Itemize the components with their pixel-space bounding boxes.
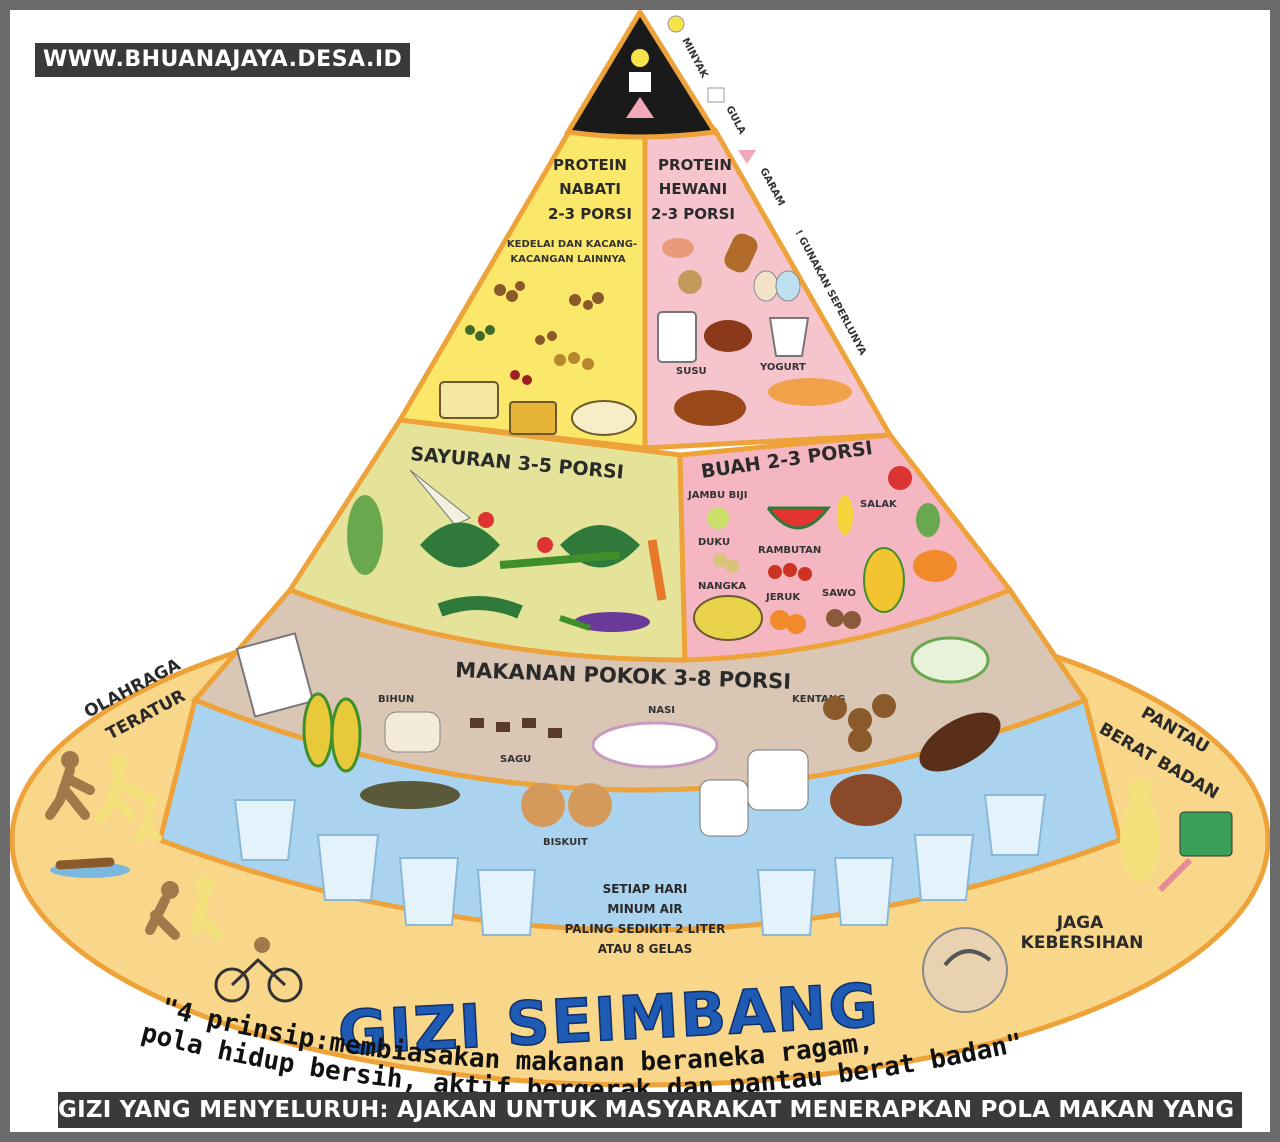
protein-nabati-title-2: NABATI <box>559 180 621 198</box>
air-line-3: PALING SEDIKIT 2 LITER <box>565 922 726 936</box>
fruit-illustrations <box>693 466 957 641</box>
legend-salt-icon <box>738 150 756 164</box>
vegetable-illustrations <box>347 469 667 632</box>
protein-nabati-title-3: 2-3 PORSI <box>548 205 632 223</box>
watermark: WWW.BHUANAJAYA.DESA.ID <box>35 43 411 77</box>
pokok-item-biskuit: BISKUIT <box>543 837 588 848</box>
water-glasses <box>233 794 1047 936</box>
air-line-4: ATAU 8 GELAS <box>598 942 693 956</box>
pokok-item-sagu: SAGU <box>500 754 531 765</box>
legend-gula: GULA <box>723 104 747 136</box>
pokok-item-nasi: NASI <box>648 705 675 716</box>
jaga-label-2: KEBERSIHAN <box>1021 933 1144 953</box>
page-caption: GIZI YANG MENYELURUH: AJAKAN UNTUK MASYA… <box>58 1092 1242 1128</box>
tofu-illustration <box>439 381 499 419</box>
fruit-band <box>677 432 1014 663</box>
salt-icon <box>626 97 654 118</box>
legend-garam: GARAM <box>757 166 786 208</box>
animal-protein-illustrations <box>657 233 852 426</box>
exercise-illustrations <box>45 751 303 1003</box>
staple-illustrations <box>235 632 1001 837</box>
beans-illustration <box>465 281 604 385</box>
protein-nabati-sub-1: KEDELAI DAN KACANG- <box>507 239 637 250</box>
buah-item-sawo: SAWO <box>822 588 856 599</box>
jaga-label-1: JAGA <box>1056 913 1104 933</box>
susu-label: SUSU <box>676 366 707 377</box>
yogurt-label: YOGURT <box>759 362 806 373</box>
legend-minyak: MINYAK <box>679 36 710 81</box>
air-line-1: SETIAP HARI <box>603 882 688 896</box>
weight-monitor-illustration <box>1120 778 1233 893</box>
sugar-icon <box>629 72 651 92</box>
protein-hewani-title-3: 2-3 PORSI <box>651 205 735 223</box>
food-pyramid-graphic: MINYAK GULA GARAM ! GUNAKAN SEPERLUNYA P… <box>10 10 1270 1105</box>
pokok-item-kentang: KENTANG <box>792 694 845 705</box>
protein-nabati-title-1: PROTEIN <box>553 156 627 174</box>
pokok-item-bihun: BIHUN <box>378 694 414 705</box>
hand-washing-icon <box>922 927 1008 1013</box>
tofu-round-illustration <box>571 400 637 436</box>
buah-item-rambutan: RAMBUTAN <box>758 545 821 556</box>
buah-item-salak: SALAK <box>860 499 898 510</box>
air-line-2: MINUM AIR <box>607 902 682 916</box>
buah-item-duku: DUKU <box>698 537 730 548</box>
legend-sugar-icon <box>707 87 725 103</box>
protein-hewani-title-1: PROTEIN <box>658 156 732 174</box>
buah-item-jambu: JAMBU BIJI <box>687 490 747 501</box>
buah-item-jeruk: JERUK <box>765 592 801 603</box>
oil-icon <box>631 49 649 67</box>
buah-item-nangka: NANGKA <box>698 581 746 592</box>
protein-nabati-sub-2: KACANGAN LAINNYA <box>510 254 626 265</box>
legend-oil-icon <box>667 15 685 33</box>
protein-hewani-title-2: HEWANI <box>659 180 727 198</box>
tempeh-illustration <box>509 401 557 435</box>
